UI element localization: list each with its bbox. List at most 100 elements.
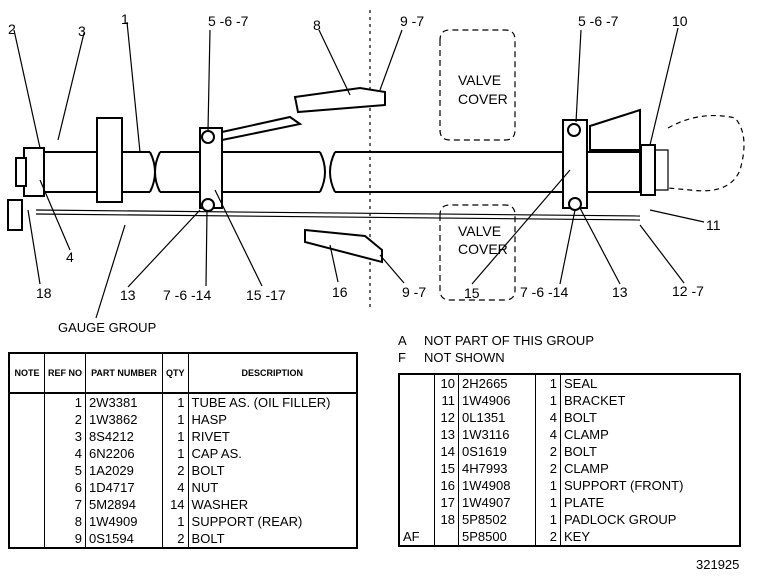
callout-13-left: 13	[120, 287, 136, 303]
header-note: NOTE	[8, 353, 45, 394]
callout-4: 4	[66, 249, 74, 265]
cell-ref: 3	[43, 428, 87, 445]
cell-ref: 6	[43, 479, 87, 496]
cell-qty: 1	[162, 428, 189, 445]
callouts: 2 3 1 5 -6 -7 8 9 -7 5 -6 -7 10 11 12 -7…	[8, 11, 721, 303]
cell-part: 5P8502	[458, 511, 536, 528]
callout-9-7-top: 9 -7	[400, 13, 424, 29]
leader-lines	[13, 21, 705, 319]
cell-qty: 2	[535, 460, 561, 477]
cell-part: 5P8500	[458, 528, 536, 546]
valve-cover-outlines	[369, 10, 516, 310]
cell-note	[8, 479, 45, 496]
cell-part: 1W3862	[85, 411, 164, 428]
cell-part: 5M2894	[85, 496, 164, 513]
cell-qty: 2	[535, 528, 561, 546]
cell-qty: 4	[535, 426, 561, 443]
cell-note	[8, 530, 45, 548]
cell-ref: 13	[434, 426, 459, 443]
cell-note: AF	[398, 528, 435, 546]
cell-part: 2W3381	[85, 393, 164, 411]
cell-part: 1W4908	[458, 477, 536, 494]
clamps	[96, 117, 588, 212]
cell-part: 1W3116	[458, 426, 536, 443]
cell-desc: TUBE AS. (OIL FILLER)	[187, 393, 358, 411]
header-ref-no: REF NO	[43, 353, 87, 394]
callout-7-6-14-right: 7 -6 -14	[520, 284, 568, 300]
cell-note	[398, 443, 435, 460]
callout-8: 8	[313, 17, 321, 33]
cell-desc: PLATE	[560, 494, 741, 511]
cell-part: 0L1351	[458, 409, 536, 426]
cell-part: 4H7993	[458, 460, 536, 477]
cell-part: 1W4909	[85, 513, 164, 530]
cell-part: 1W4906	[458, 392, 536, 409]
cell-desc: BOLT	[187, 530, 358, 548]
callout-12-7: 12 -7	[672, 283, 704, 299]
cell-part: 0S1594	[85, 530, 164, 548]
cell-desc: SUPPORT (FRONT)	[560, 477, 741, 494]
cell-note	[398, 409, 435, 426]
cell-part: 2H2665	[458, 374, 536, 392]
cell-note	[398, 392, 435, 409]
cell-note	[8, 496, 45, 513]
cell-desc: HASP	[187, 411, 358, 428]
cell-desc: WASHER	[187, 496, 358, 513]
cell-desc: BOLT	[560, 409, 741, 426]
cell-part: 6N2206	[85, 445, 164, 462]
callout-15: 15	[464, 285, 480, 301]
cell-note	[8, 411, 45, 428]
cell-qty: 2	[535, 443, 561, 460]
cell-desc: CLAMP	[560, 460, 741, 477]
callout-13-right: 13	[612, 284, 628, 300]
cell-desc: SUPPORT (REAR)	[187, 513, 358, 530]
cell-qty: 4	[535, 409, 561, 426]
cell-part: 1W4907	[458, 494, 536, 511]
cell-note	[8, 462, 45, 479]
valve-cover-top-label-1: VALVE	[458, 72, 501, 88]
cell-ref: 10	[434, 374, 459, 392]
cell-qty: 1	[535, 511, 561, 528]
cell-qty: 1	[535, 494, 561, 511]
header-qty: QTY	[162, 353, 189, 394]
cell-ref: 18	[434, 511, 459, 528]
cell-note	[398, 426, 435, 443]
cell-qty: 1	[162, 445, 189, 462]
valve-cover-top-label-2: COVER	[458, 91, 508, 107]
document-number: 321925	[696, 557, 740, 572]
callout-15-17: 15 -17	[246, 287, 286, 303]
cell-ref	[434, 528, 459, 546]
cell-qty: 2	[162, 462, 189, 479]
cell-desc: BOLT	[560, 443, 741, 460]
cell-ref: 9	[43, 530, 87, 548]
gauge-rod	[7, 199, 641, 231]
cell-note	[8, 393, 45, 411]
header-description: DESCRIPTION	[187, 353, 358, 394]
gauge-group-label: GAUGE GROUP	[58, 320, 157, 335]
cell-ref: 12	[434, 409, 459, 426]
cell-desc: KEY	[560, 528, 741, 546]
callout-11: 11	[706, 217, 721, 233]
callout-5-6-7-right: 5 -6 -7	[578, 13, 619, 29]
cell-note	[398, 460, 435, 477]
cell-ref: 5	[43, 462, 87, 479]
callout-10: 10	[672, 13, 688, 29]
cell-part: 1A2029	[85, 462, 164, 479]
callout-1: 1	[121, 11, 129, 27]
cell-part: 1D4717	[85, 479, 164, 496]
cell-note	[398, 494, 435, 511]
supports	[221, 86, 641, 264]
cell-ref: 17	[434, 494, 459, 511]
cell-qty: 1	[535, 477, 561, 494]
cell-note	[398, 477, 435, 494]
